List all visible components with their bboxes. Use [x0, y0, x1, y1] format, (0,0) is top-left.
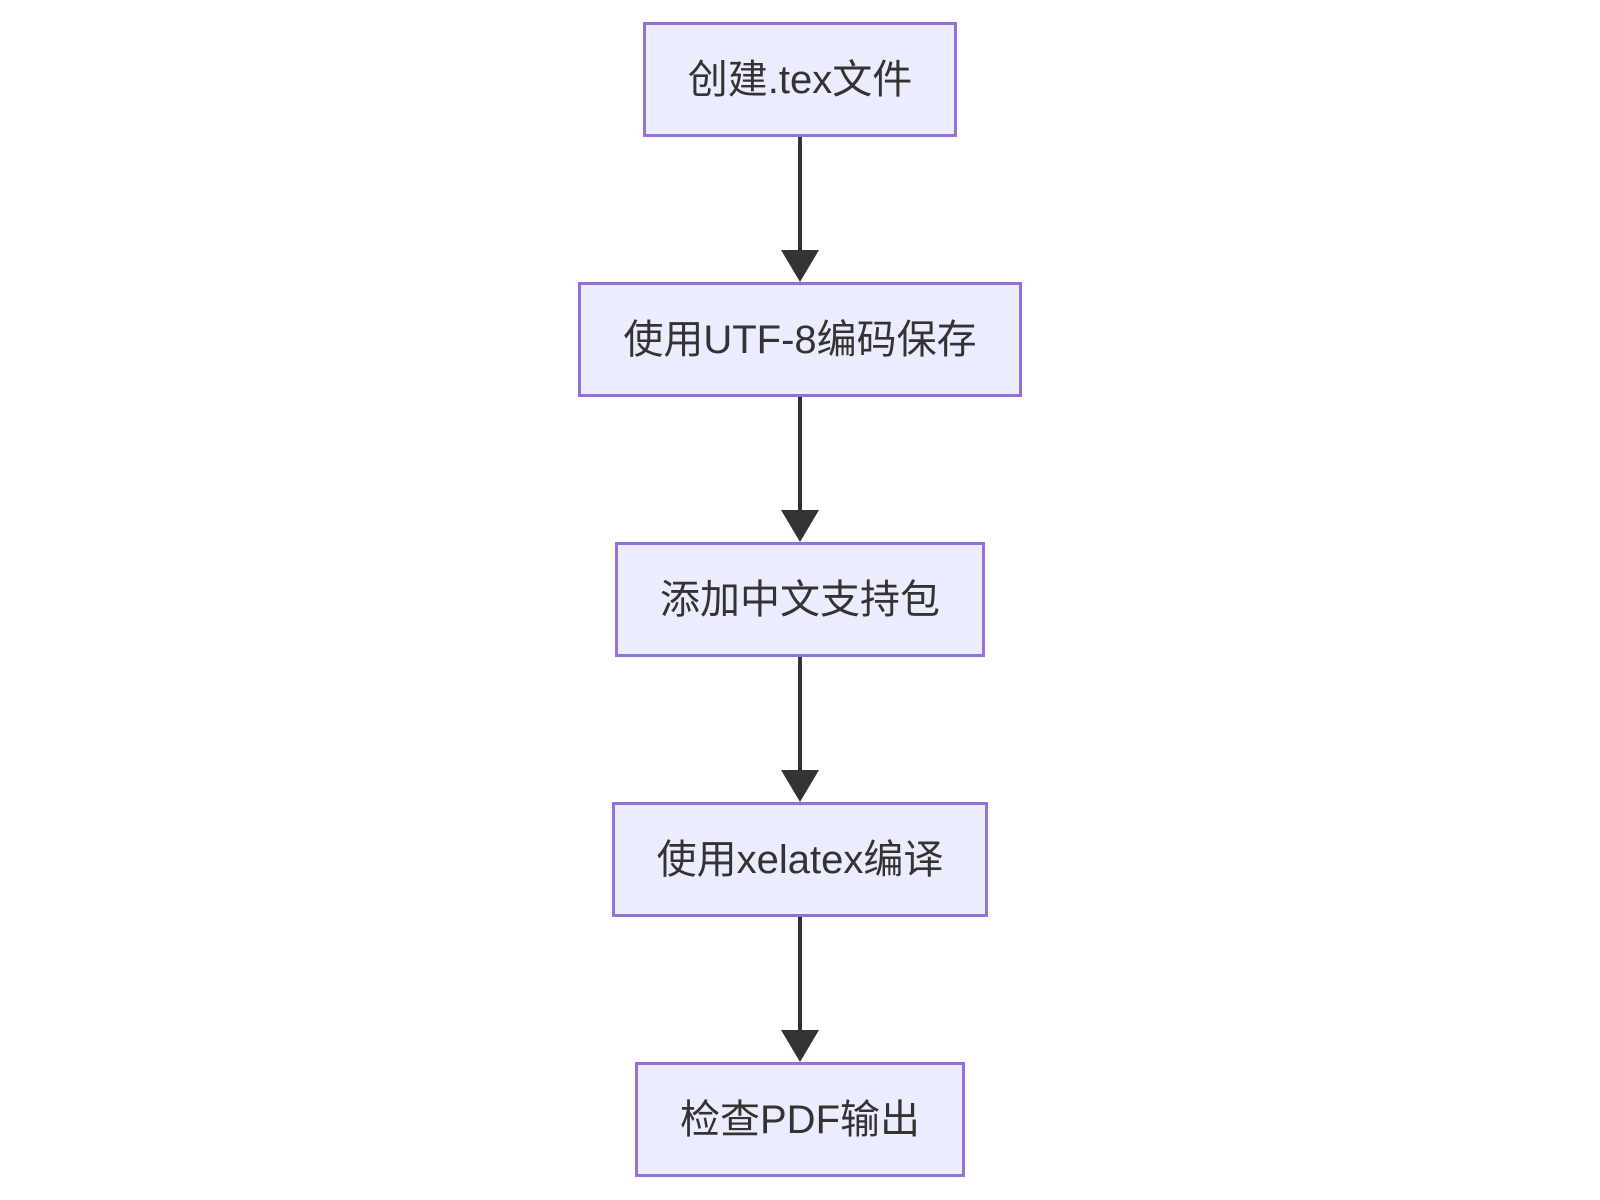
arrow-connector-2	[781, 397, 819, 542]
arrow-line	[798, 917, 802, 1030]
arrow-line	[798, 657, 802, 770]
flowchart-node-add-chinese-package: 添加中文支持包	[615, 542, 985, 657]
node-label: 检查PDF输出	[680, 1097, 920, 1142]
arrowhead-down-icon	[781, 1030, 819, 1062]
node-label: 创建.tex文件	[687, 57, 913, 102]
flowchart-node-create-tex-file: 创建.tex文件	[642, 22, 958, 137]
arrow-connector-1	[781, 137, 819, 282]
node-label: 使用xelatex编译	[656, 837, 944, 882]
node-label: 添加中文支持包	[660, 577, 940, 622]
arrowhead-down-icon	[781, 770, 819, 802]
arrowhead-down-icon	[781, 250, 819, 282]
flowchart-node-check-pdf-output: 检查PDF输出	[635, 1062, 965, 1177]
node-label: 使用UTF-8编码保存	[623, 317, 977, 362]
arrow-connector-3	[781, 657, 819, 802]
arrow-line	[798, 137, 802, 250]
arrow-line	[798, 397, 802, 510]
arrow-connector-4	[781, 917, 819, 1062]
flowchart-node-compile-xelatex: 使用xelatex编译	[611, 802, 989, 917]
arrowhead-down-icon	[781, 510, 819, 542]
flowchart-node-save-utf8: 使用UTF-8编码保存	[578, 282, 1022, 397]
